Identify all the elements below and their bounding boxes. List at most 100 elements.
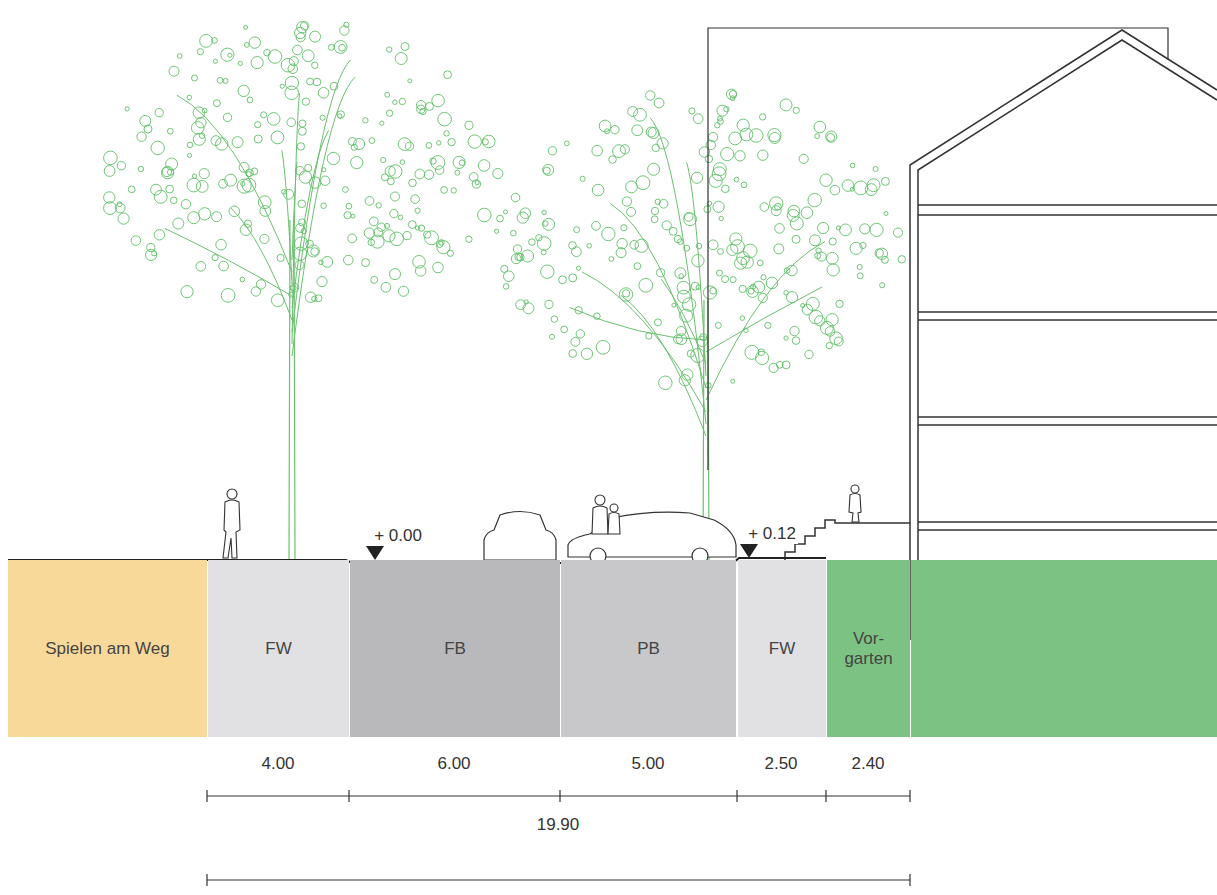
tree-stroke: [825, 327, 835, 337]
tree-stroke: [364, 228, 374, 238]
tree-stroke: [267, 113, 280, 126]
tree-stroke: [815, 316, 825, 326]
tree-stroke: [661, 279, 706, 364]
tree-stroke: [674, 335, 683, 344]
tree-stroke: [677, 281, 690, 294]
tree-stroke: [627, 207, 636, 216]
tree-stroke: [117, 202, 122, 207]
tree-stroke: [596, 340, 610, 354]
tree-stroke: [294, 247, 307, 260]
tree-stroke: [386, 110, 392, 116]
tree-stroke: [166, 185, 174, 193]
tree-stroke: [381, 282, 391, 292]
tree-stroke: [826, 342, 832, 348]
tree-stroke: [766, 277, 778, 289]
tree-stroke: [675, 268, 686, 279]
tree-stroke: [169, 66, 179, 76]
tree-stroke: [455, 170, 460, 175]
tree-stroke: [504, 210, 508, 214]
tree-stroke: [398, 286, 408, 296]
tree-stroke: [870, 223, 883, 236]
tree-stroke: [634, 108, 647, 121]
tree-stroke: [659, 200, 668, 209]
tree-stroke: [287, 118, 296, 127]
level-label: + 0.00: [372, 526, 424, 546]
tree-stroke: [524, 300, 528, 304]
tree-stroke: [268, 50, 282, 64]
tree-stroke: [117, 162, 125, 170]
tree-stroke: [346, 203, 352, 209]
tree-stroke: [581, 348, 592, 359]
tree-stroke: [229, 206, 240, 217]
tree-stroke: [574, 227, 580, 233]
tree-stroke: [289, 292, 294, 297]
tree-stroke: [104, 151, 118, 165]
tree-stroke: [415, 169, 425, 179]
tree-stroke: [718, 116, 723, 121]
dimension-label: 19.90: [537, 815, 580, 835]
tree-stroke: [621, 295, 706, 436]
tree-stroke: [713, 201, 724, 212]
tree-stroke: [572, 247, 582, 257]
tree-stroke: [630, 241, 639, 250]
tree-stroke: [343, 187, 349, 193]
tree-stroke: [792, 337, 800, 345]
tree-stroke: [239, 162, 249, 172]
tree-stroke: [155, 109, 163, 117]
tree-stroke: [170, 197, 177, 204]
tree-stroke: [225, 174, 237, 186]
tree-stroke: [318, 88, 329, 99]
tree-stroke: [398, 215, 403, 220]
tree-stroke: [390, 232, 404, 246]
tree-stroke: [576, 266, 580, 270]
tree-stroke: [348, 234, 357, 243]
tree-stroke: [548, 147, 556, 155]
tree-stroke: [351, 214, 355, 218]
tree-stroke: [761, 275, 766, 280]
tree-stroke: [687, 162, 706, 376]
tree-stroke: [293, 45, 303, 55]
tree-stroke: [747, 286, 759, 298]
tree-stroke: [758, 293, 767, 302]
tree-stroke: [808, 193, 821, 206]
tree-stroke: [311, 248, 319, 256]
tree-stroke: [790, 326, 799, 335]
tree-stroke: [312, 62, 318, 68]
tree-stroke: [344, 212, 351, 219]
tree-stroke: [296, 166, 305, 175]
tree-stroke: [475, 181, 479, 185]
tree-stroke: [805, 350, 813, 358]
tree-stroke: [758, 150, 768, 160]
tree-stroke: [709, 174, 722, 187]
tree-stroke: [167, 128, 173, 134]
tree-stroke: [297, 143, 304, 150]
tree-stroke: [652, 144, 659, 151]
tree-stroke: [744, 328, 749, 333]
street-band: PB: [561, 560, 736, 737]
tree-stroke: [390, 269, 401, 280]
tree-stroke: [240, 224, 251, 235]
tree-stroke: [291, 285, 296, 290]
tree-stroke: [693, 114, 703, 124]
tree-stroke: [880, 283, 885, 288]
tree-stroke: [782, 361, 790, 369]
tree-stroke: [483, 135, 496, 148]
tree-stroke: [657, 138, 668, 149]
tree-stroke: [857, 273, 863, 279]
tree-stroke: [820, 174, 832, 186]
tree-stroke: [383, 230, 395, 242]
street-band: FB: [350, 560, 560, 737]
tree-stroke: [561, 326, 568, 333]
tree-stroke: [431, 156, 445, 170]
tree-stroke: [575, 307, 582, 314]
tree-stroke: [826, 252, 838, 264]
tree-stroke: [369, 217, 378, 226]
building: [785, 30, 1217, 640]
tree-stroke: [140, 115, 151, 126]
street-band: FW: [738, 560, 826, 737]
tree-stroke: [705, 155, 712, 162]
tree-stroke: [295, 261, 304, 270]
tree-stroke: [884, 212, 888, 216]
tree-stroke: [715, 123, 720, 128]
